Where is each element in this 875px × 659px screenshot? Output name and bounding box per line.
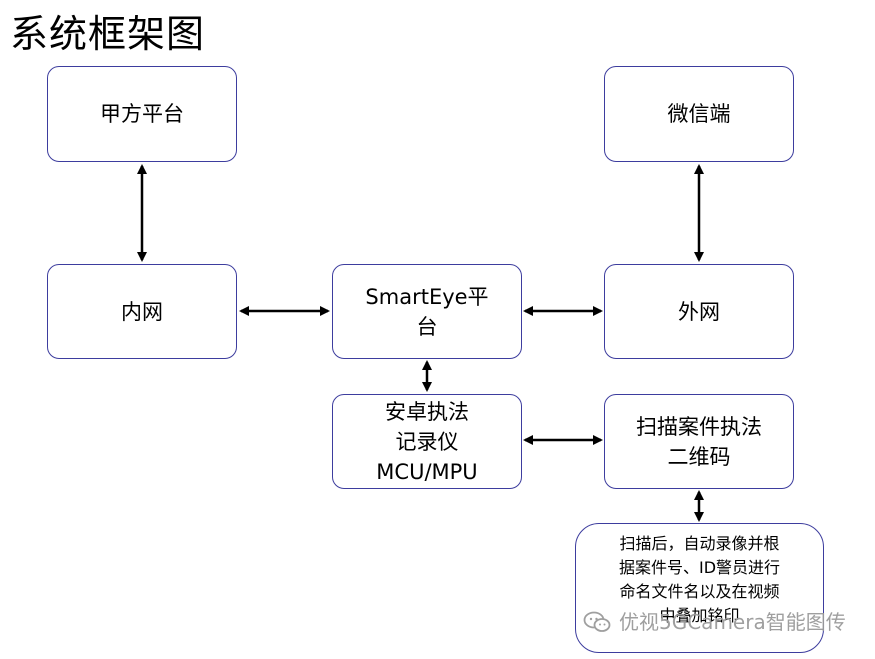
watermark: 优视5GCamera智能图传 xyxy=(583,610,846,634)
node-recording-note: 扫描后，自动录像并根 据案件号、ID警员进行 命名文件名以及在视频 中叠加铭印 xyxy=(575,523,824,653)
watermark-text: 优视5GCamera智能图传 xyxy=(619,610,846,634)
node-smarteye-platform: SmartEye平 台 xyxy=(332,264,522,359)
wechat-icon xyxy=(583,611,611,632)
node-party-a-platform: 甲方平台 xyxy=(47,66,237,162)
node-wechat-end: 微信端 xyxy=(604,66,794,162)
page-title: 系统框架图 xyxy=(10,12,206,56)
node-android-recorder: 安卓执法 记录仪 MCU/MPU xyxy=(332,394,522,489)
node-scan-qr-code: 扫描案件执法 二维码 xyxy=(604,394,794,489)
node-extranet: 外网 xyxy=(604,264,794,359)
node-intranet: 内网 xyxy=(47,264,237,359)
